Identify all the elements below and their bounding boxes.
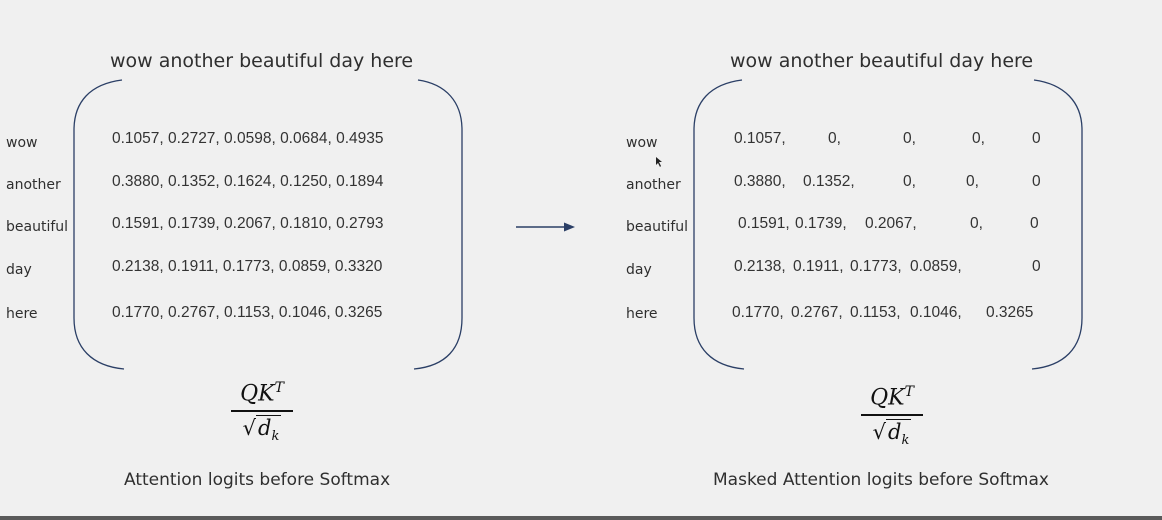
sqrt-icon: √: [242, 415, 257, 440]
bottom-divider: [0, 516, 1162, 520]
left-matrix-row: 0.1057, 0.2727, 0.0598, 0.0684, 0.4935: [112, 130, 384, 147]
masked-cell: 0.2138,: [734, 258, 786, 275]
masked-cell: 0.1770,: [732, 304, 784, 321]
formula-numerator: QK: [240, 381, 275, 407]
left-formula: QKT √dk: [222, 376, 302, 450]
formula-denominator: d: [258, 415, 272, 440]
left-caption: Attention logits before Softmax: [124, 470, 391, 490]
masked-cell: 0.1153,: [850, 304, 901, 321]
left-row-label-day: day: [6, 262, 32, 278]
masked-cell: 0: [1030, 215, 1039, 232]
cursor-icon: [656, 157, 662, 167]
masked-cell: 0.2767,: [791, 304, 843, 321]
left-open-bracket: [73, 79, 125, 370]
masked-cell: 0.1911,: [793, 258, 844, 275]
sqrt-icon: √: [872, 419, 887, 444]
left-matrix-header: wow another beautiful day here: [110, 50, 414, 72]
right-caption: Masked Attention logits before Softmax: [713, 470, 1049, 490]
masked-cell: 0.3880,: [734, 173, 786, 190]
masked-cell: 0: [1032, 130, 1041, 147]
right-close-bracket: [1031, 79, 1083, 370]
left-row-label-another: another: [6, 177, 61, 193]
masked-cell: 0,: [970, 215, 983, 232]
masked-cell: 0.2067,: [865, 215, 917, 232]
right-matrix-header: wow another beautiful day here: [730, 50, 1034, 72]
masked-cell: 0,: [966, 173, 979, 190]
formula-superscript: T: [904, 384, 914, 400]
left-matrix-row: 0.1591, 0.1739, 0.2067, 0.1810, 0.2793: [112, 215, 384, 232]
arrow-icon: [516, 222, 575, 232]
formula-denominator: d: [888, 419, 902, 444]
fraction-bar: [861, 414, 923, 416]
masked-cell: 0.3265: [986, 304, 1034, 321]
right-row-label-wow: wow: [626, 135, 658, 151]
fraction-bar: [231, 410, 293, 412]
right-row-label-here: here: [626, 306, 658, 322]
masked-cell: 0.1352,: [803, 173, 855, 190]
masked-cell: 0.1773,: [850, 258, 902, 275]
right-row-label-another: another: [626, 177, 681, 193]
masked-cell: 0: [1032, 258, 1041, 275]
right-formula: QKT √dk: [852, 380, 932, 454]
right-row-label-day: day: [626, 262, 652, 278]
masked-cell: 0.0859,: [910, 258, 962, 275]
masked-cell: 0.1057,: [734, 130, 786, 147]
left-matrix-row: 0.3880, 0.1352, 0.1624, 0.1250, 0.1894: [112, 173, 384, 190]
left-matrix-row: 0.2138, 0.1911, 0.1773, 0.0859, 0.3320: [112, 258, 383, 275]
right-row-label-beautiful: beautiful: [626, 219, 689, 235]
left-matrix-row: 0.1770, 0.2767, 0.1153, 0.1046, 0.3265: [112, 304, 383, 321]
masked-cell: 0.1046,: [910, 304, 962, 321]
left-row-label-beautiful: beautiful: [6, 219, 69, 235]
left-row-label-here: here: [6, 306, 38, 322]
masked-cell: 0,: [903, 173, 916, 190]
masked-cell: 0.1591,: [738, 215, 790, 232]
masked-cell: 0,: [972, 130, 985, 147]
formula-numerator: QK: [870, 385, 905, 411]
masked-cell: 0: [1032, 173, 1041, 190]
masked-cell: 0.1739,: [795, 215, 847, 232]
right-open-bracket: [693, 79, 745, 370]
formula-subscript: k: [901, 433, 910, 449]
masked-cell: 0,: [903, 130, 916, 147]
left-row-label-wow: wow: [6, 135, 38, 151]
formula-subscript: k: [271, 429, 280, 445]
masked-cell: 0,: [828, 130, 841, 147]
formula-superscript: T: [274, 380, 284, 396]
left-close-bracket: [413, 79, 463, 370]
